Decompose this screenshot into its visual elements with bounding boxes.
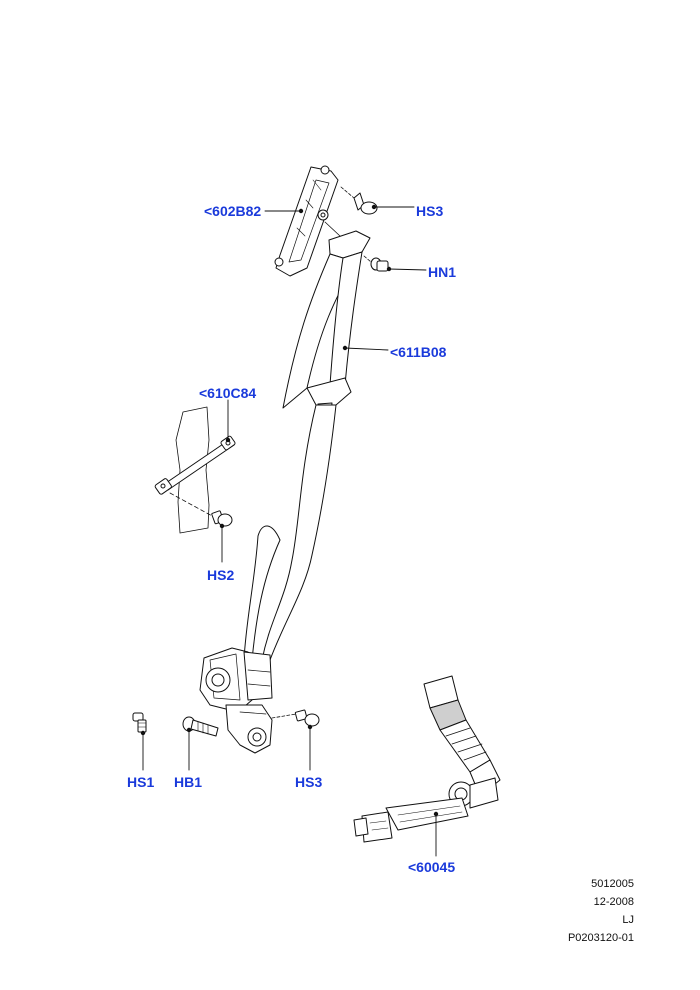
- d-ring: [328, 230, 371, 259]
- meta-line-4: P0203120-01: [567, 932, 634, 944]
- lower-screw-left: [132, 712, 147, 733]
- callout-buckle: <60045: [408, 859, 455, 875]
- callout-guide-screw: HS2: [207, 567, 234, 583]
- meta-line-3: LJ: [622, 914, 634, 926]
- height-adjuster-rail: [274, 165, 339, 277]
- belt-guide-mid: [306, 377, 352, 406]
- callout-lower-bolt: HB1: [174, 774, 202, 790]
- guide-bracket: [154, 435, 236, 495]
- upper-screw: [353, 192, 378, 215]
- leader-lines: [142, 206, 437, 857]
- guide-screw: [211, 510, 233, 527]
- callout-nut: HN1: [428, 264, 456, 280]
- lower-screw-right: [294, 709, 320, 727]
- callout-belt: <611B08: [390, 344, 447, 360]
- nut: [370, 257, 389, 272]
- lower-bolt: [182, 716, 219, 737]
- callout-lower-screw-right: HS3: [295, 774, 322, 790]
- meta-line-2: 12-2008: [593, 896, 634, 908]
- buckle: [353, 675, 501, 843]
- meta-line-1: 5012005: [591, 878, 634, 890]
- callout-lower-screw-left: HS1: [127, 774, 154, 790]
- callout-upper-anchor: <602B82: [204, 203, 261, 219]
- callout-guide: <610C84: [199, 385, 256, 401]
- retractor: [199, 647, 273, 754]
- callout-upper-screw: HS3: [416, 203, 443, 219]
